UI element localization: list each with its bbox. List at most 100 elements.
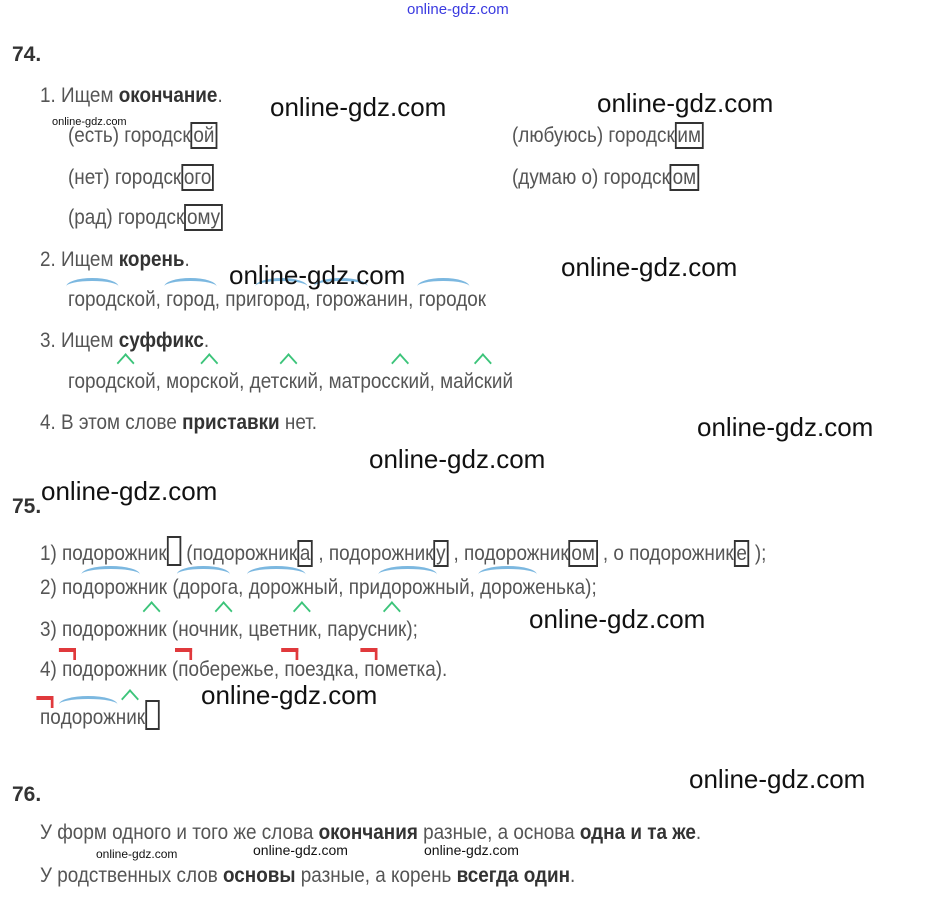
bold-term: одна и та же: [579, 821, 696, 844]
text-fragment: 1) подорожник: [40, 542, 167, 565]
text-fragment: );: [406, 618, 418, 641]
text-fragment: .: [217, 84, 223, 107]
text-fragment: , о подорожник: [597, 542, 734, 565]
zero-ending-box: [166, 536, 182, 566]
text-fragment: 2) по: [40, 576, 83, 599]
watermark: online-gdz.com: [697, 412, 874, 442]
ending-box: у: [433, 540, 449, 567]
root-mark: город: [256, 288, 306, 311]
text-fragment: 1. Ищем: [40, 84, 119, 107]
root-mark: город: [68, 288, 117, 311]
suffix-mark: ск: [474, 370, 492, 393]
text-fragment: (рад) городск: [68, 206, 185, 229]
suffix-mark: ник: [208, 618, 238, 641]
text-fragment: (есть) городск: [68, 124, 191, 147]
watermark: online-gdz.com: [689, 764, 866, 794]
text-fragment: (подорожник: [181, 542, 298, 565]
text-fragment: 3. Ищем: [40, 329, 119, 352]
suffix-mark: ник: [137, 618, 167, 641]
bold-term: окончания: [318, 821, 418, 844]
text-fragment: (нет) городск: [68, 166, 182, 189]
watermark: online-gdz.com: [424, 842, 519, 858]
text-fragment: 4): [40, 658, 63, 681]
text-fragment: дорожник (: [82, 658, 179, 681]
ending-box: ом: [568, 540, 598, 567]
ex74-line: 2. Ищем корень.: [40, 248, 190, 272]
suffix-mark: ск: [279, 370, 297, 393]
text-fragment: .: [695, 821, 702, 844]
text-fragment: ской,: [116, 288, 167, 311]
watermark: online-gdz.com: [201, 680, 378, 710]
prefix-mark: по: [284, 658, 306, 681]
text-fragment: , при: [214, 288, 257, 311]
text-fragment: бережье,: [198, 658, 285, 681]
text-fragment: ий, матрос: [296, 370, 391, 393]
watermark: online-gdz.com: [52, 116, 127, 128]
text-fragment: ок: [467, 288, 487, 311]
text-fragment: 2. Ищем: [40, 248, 119, 271]
text-fragment: .: [570, 864, 576, 887]
ending-box: ому: [184, 204, 223, 231]
text-fragment: ник (: [137, 576, 179, 599]
watermark: online-gdz.com: [229, 260, 406, 290]
text-fragment: ий, май: [408, 370, 475, 393]
root-mark: дорож: [60, 706, 116, 729]
suffix-mark: ск: [200, 370, 219, 393]
text-fragment: ный,: [435, 576, 481, 599]
root-mark: город: [418, 288, 468, 311]
ending-box: им: [674, 122, 704, 149]
suffix-mark: ник: [287, 618, 317, 641]
bold-term: всегда один: [456, 864, 571, 887]
text-fragment: ой, дет: [218, 370, 280, 393]
exercise-74-number: 74.: [12, 43, 42, 66]
ex76-line: У форм одного и того же слова окончания …: [40, 821, 701, 845]
text-fragment: енька);: [535, 576, 597, 599]
ending-box: е: [733, 540, 750, 567]
text-fragment: город: [68, 370, 117, 393]
text-fragment: , цвет: [237, 618, 288, 641]
suffix-mark: ник: [377, 618, 407, 641]
text-fragment: анин,: [366, 288, 419, 311]
root-mark: дорог: [178, 576, 228, 599]
text-fragment: ий: [491, 370, 514, 393]
root-mark: дорож: [248, 576, 304, 599]
text-fragment: ой, мор: [134, 370, 201, 393]
watermark: online-gdz.com: [529, 604, 706, 634]
suffix-mark: ск: [390, 370, 409, 393]
watermark: online-gdz.com: [253, 842, 348, 858]
text-fragment: , подорожник: [313, 542, 434, 565]
ex75-line: 3) подорожник (ночник, цветник, парусник…: [40, 618, 418, 642]
ex75-line: 2) подорожник (дорога, дорожный, придоро…: [40, 576, 597, 600]
text-fragment: ный, при: [303, 576, 381, 599]
watermark: online-gdz.com: [96, 847, 178, 861]
ending-box: ой: [190, 122, 218, 149]
bold-term: основы: [222, 864, 296, 887]
watermark: online-gdz.com: [597, 88, 774, 118]
text-fragment: (ноч: [166, 618, 209, 641]
ex76-line: У родственных слов основы разные, а коре…: [40, 864, 575, 888]
ex74-line: городской, город, пригород, горожанин, г…: [68, 288, 486, 312]
text-fragment: а,: [227, 576, 249, 599]
text-fragment: , подорожник: [448, 542, 569, 565]
text-fragment: ,: [305, 288, 316, 311]
ex74-line: городской, морской, детский, матросский,…: [68, 370, 513, 394]
text-fragment: У родственных слов: [40, 864, 223, 887]
ending-box: а: [297, 540, 314, 567]
text-fragment: .: [184, 248, 190, 271]
ending-box: ом: [669, 164, 699, 191]
exercise-75-number: 75.: [12, 495, 42, 518]
watermark: online-gdz.com: [270, 92, 447, 122]
watermark: online-gdz.com: [41, 476, 218, 506]
text-fragment: .: [203, 329, 210, 352]
ending-box: ого: [181, 164, 215, 191]
text-fragment: нет.: [279, 411, 318, 434]
text-fragment: разные, а корень: [295, 864, 457, 887]
prefix-mark: по: [40, 706, 61, 729]
text-fragment: (любуюсь) городск: [512, 124, 675, 147]
watermark: online-gdz.com: [561, 252, 738, 282]
